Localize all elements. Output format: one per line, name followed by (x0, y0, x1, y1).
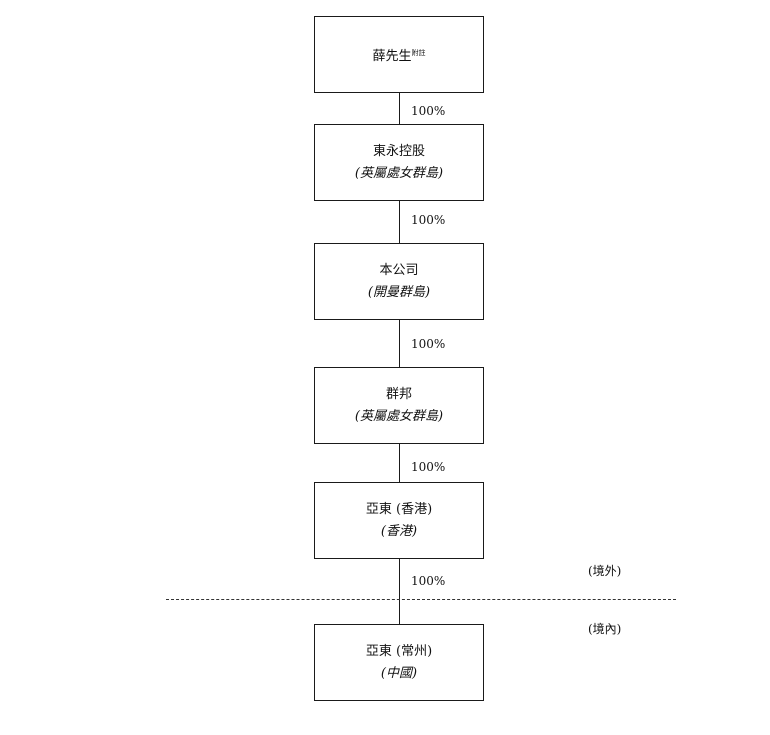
entity-jurisdiction: (中國) (380, 665, 418, 681)
ownership-label: 100% (411, 213, 446, 227)
onshore-label: (境內) (588, 622, 622, 636)
offshore-onshore-divider (166, 599, 676, 600)
connector-line-5 (399, 558, 400, 625)
connector-line-3 (399, 319, 400, 368)
entity-name: 亞東 (香港) (365, 501, 433, 517)
entity-box-mr-xue: 薛先生附註 (314, 16, 484, 93)
entity-box-qunbang: 群邦 (英屬處女群島) (314, 367, 484, 444)
entity-box-yadong-hk: 亞東 (香港) (香港) (314, 482, 484, 559)
entity-box-dongyong-holdings: 東永控股 (英屬處女群島) (314, 124, 484, 201)
ownership-label: 100% (411, 337, 446, 351)
ownership-label: 100% (411, 460, 446, 474)
note-marker: 附註 (411, 48, 426, 57)
connector-line-2 (399, 200, 400, 244)
entity-jurisdiction: (英屬處女群島) (354, 408, 444, 424)
entity-box-company: 本公司 (開曼群島) (314, 243, 484, 320)
ownership-label: 100% (411, 574, 446, 588)
entity-name: 群邦 (385, 386, 412, 402)
entity-name: 薛先生附註 (372, 48, 426, 64)
entity-name: 亞東 (常州) (365, 643, 433, 659)
connector-line-4 (399, 443, 400, 483)
entity-name: 東永控股 (372, 143, 425, 159)
entity-box-yadong-changzhou: 亞東 (常州) (中國) (314, 624, 484, 701)
entity-jurisdiction: (開曼群島) (367, 284, 431, 300)
connector-line-1 (399, 92, 400, 125)
ownership-label: 100% (411, 104, 446, 118)
entity-name: 本公司 (379, 262, 419, 278)
entity-jurisdiction: (香港) (380, 523, 418, 539)
entity-jurisdiction: (英屬處女群島) (354, 165, 444, 181)
offshore-label: (境外) (588, 564, 622, 578)
